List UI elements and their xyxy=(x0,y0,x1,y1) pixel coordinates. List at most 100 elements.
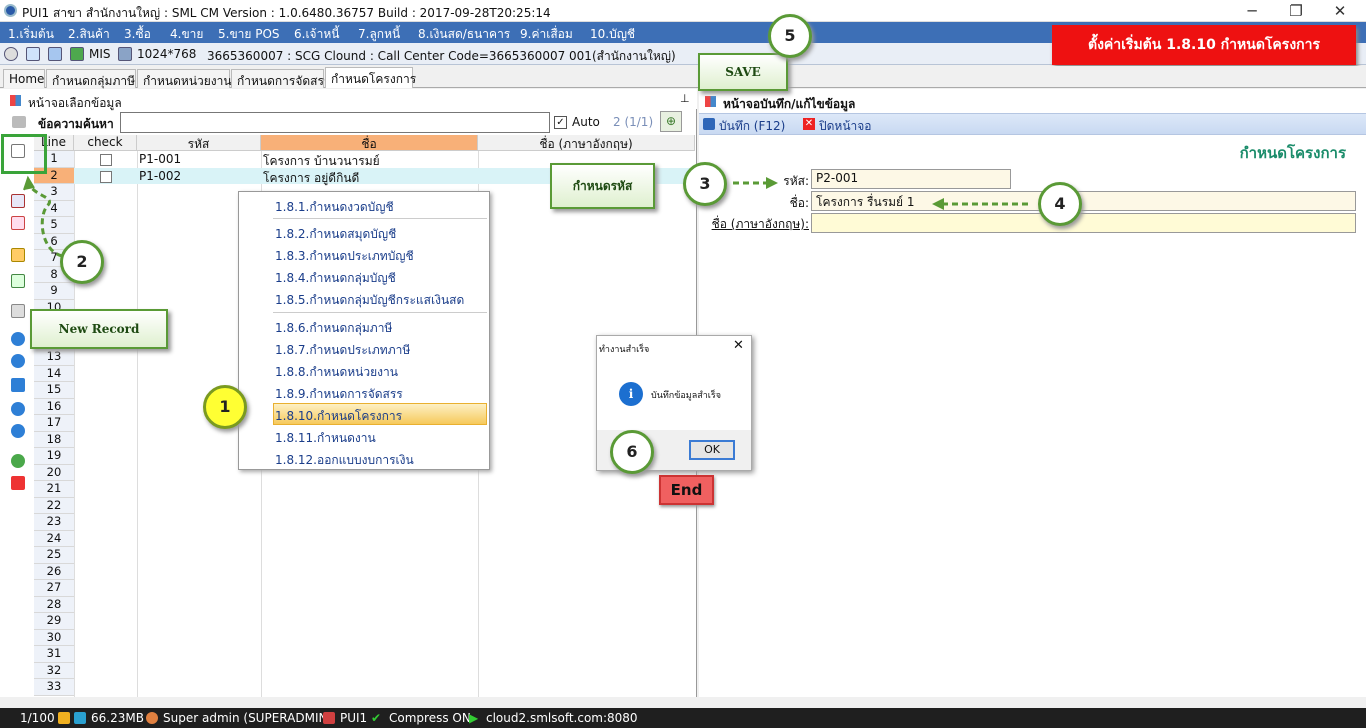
line-number: 23 xyxy=(34,514,74,531)
new-record-highlight xyxy=(1,134,47,174)
menu-item-1-8-11[interactable]: 1.8.11.กำหนดงาน xyxy=(275,431,376,445)
menu-item-pos[interactable]: 5.ขาย POS xyxy=(218,27,280,41)
play-icon: ▶ xyxy=(469,711,479,725)
checklist-icon[interactable] xyxy=(11,194,25,208)
search-label: ข้อความค้นหา xyxy=(38,117,114,131)
column-header-name[interactable]: ชื่อ xyxy=(261,135,478,151)
window-title: PUI1 สาขา สำนักงานใหญ่ : SML CM Version … xyxy=(22,6,551,20)
menu-separator xyxy=(273,218,487,219)
table-row-selected[interactable] xyxy=(74,168,695,184)
help-icon[interactable] xyxy=(11,454,25,468)
code-callout: กำหนดรหัส xyxy=(550,163,655,209)
arrow-up-icon[interactable] xyxy=(11,402,25,416)
menu-item-start[interactable]: 1.เริ่มต้น xyxy=(8,27,54,41)
selection-panel-title: หน้าจอเลือกข้อมูล xyxy=(28,96,122,110)
menu-item-receivable[interactable]: 7.ลูกหนี้ xyxy=(358,27,401,41)
row-name[interactable]: โครงการ อยู่ดีกินดี xyxy=(263,171,360,185)
picture-icon[interactable] xyxy=(118,47,132,61)
menu-item-cash-bank[interactable]: 8.เงินสด/ธนาคาร xyxy=(418,27,511,41)
chevron-down-icon[interactable] xyxy=(4,47,18,61)
restore-icon[interactable]: ❐ xyxy=(1289,2,1303,20)
row-code[interactable]: P1-002 xyxy=(139,169,182,183)
name-field[interactable]: โครงการ รื่นรมย์ 1 xyxy=(811,191,1356,211)
window-icon[interactable] xyxy=(26,47,40,61)
menu-item-1-8-10[interactable]: 1.8.10.กำหนดโครงการ xyxy=(275,409,403,423)
search-icon[interactable]: ⊕ xyxy=(660,111,682,132)
import-icon[interactable] xyxy=(11,274,25,288)
user-icon xyxy=(146,712,158,724)
page-count: 2 (1/1) xyxy=(613,115,654,129)
line-number: 13 xyxy=(34,349,74,366)
row-checkbox[interactable] xyxy=(100,171,112,183)
calculator-icon[interactable] xyxy=(48,47,62,61)
tree-icon[interactable] xyxy=(12,116,26,128)
memory-usage: 66.23MB xyxy=(91,711,144,725)
user-name: Super admin (SUPERADMIN) xyxy=(163,711,333,725)
menu-item-account[interactable]: 10.บัญชี xyxy=(590,27,636,41)
chart-icon[interactable] xyxy=(70,47,84,61)
delete-record-icon[interactable] xyxy=(11,216,25,230)
document-icon[interactable] xyxy=(11,304,25,318)
tab-project[interactable]: กำหนดโครงการ xyxy=(325,67,416,88)
arrow-left-icon[interactable] xyxy=(11,332,25,346)
menu-item-product[interactable]: 2.สินค้า xyxy=(68,27,110,41)
search-input[interactable] xyxy=(120,112,550,133)
close-form-icon[interactable]: ✕ xyxy=(803,118,815,130)
close-icon[interactable]: ✕ xyxy=(733,338,744,353)
menu-item-payable[interactable]: 6.เจ้าหนี้ xyxy=(294,27,340,41)
menu-item-1-8-4[interactable]: 1.8.4.กำหนดกลุ่มบัญชี xyxy=(275,271,396,285)
name-en-label: ชื่อ (ภาษาอังกฤษ): xyxy=(711,217,809,231)
info-icon: i xyxy=(619,382,643,406)
column-header-name-en[interactable]: ชื่อ (ภาษาอังกฤษ) xyxy=(478,135,695,151)
end-button[interactable]: End xyxy=(659,475,714,505)
row-checkbox[interactable] xyxy=(100,154,112,166)
menu-item-purchase[interactable]: 3.ซื้อ xyxy=(124,27,151,41)
line-number: 22 xyxy=(34,497,74,514)
dialog-message: บันทึกข้อมูลสำเร็จ xyxy=(651,391,721,401)
menu-item-sale[interactable]: 4.ขาย xyxy=(170,27,204,41)
new-record-icon[interactable] xyxy=(11,144,25,158)
menu-item-1-8-7[interactable]: 1.8.7.กำหนดประเภทภาษี xyxy=(275,343,411,357)
auto-checkbox[interactable]: ✓ xyxy=(554,116,567,129)
line-number: 20 xyxy=(34,464,74,481)
save-icon[interactable] xyxy=(703,118,715,130)
arrow-right-icon[interactable] xyxy=(11,354,25,368)
arrow-down-icon[interactable] xyxy=(11,424,25,438)
fast-forward-icon[interactable] xyxy=(11,378,25,392)
resolution-label: 1024*768 xyxy=(137,47,197,61)
exit-icon[interactable] xyxy=(11,476,25,490)
save-button[interactable]: บันทึก (F12) xyxy=(719,119,786,133)
ok-button[interactable]: OK xyxy=(689,440,735,460)
menu-item-depreciation[interactable]: 9.ค่าเสื่อม xyxy=(520,27,573,41)
tab-department[interactable]: กำหนดหน่วยงาน xyxy=(137,69,232,88)
close-icon[interactable]: ✕ xyxy=(1333,2,1347,20)
close-form-button[interactable]: ปิดหน้าจอ xyxy=(819,119,872,133)
minimize-icon[interactable]: ─ xyxy=(1247,2,1257,20)
tab-allocation[interactable]: กำหนดการจัดสรร xyxy=(231,69,330,88)
menu-item-1-8-5[interactable]: 1.8.5.กำหนดกลุ่มบัญชีกระแสเงินสด xyxy=(275,293,465,307)
line-number: 6 xyxy=(34,233,74,250)
app-icon xyxy=(4,4,17,17)
tab-home[interactable]: Home xyxy=(3,69,45,88)
code-field[interactable]: P2-001 xyxy=(811,169,1011,189)
line-number: 16 xyxy=(34,398,74,415)
row-name[interactable]: โครงการ บ้านวนารมย์ xyxy=(263,154,380,168)
menu-item-1-8-3[interactable]: 1.8.3.กำหนดประเภทบัญชี xyxy=(275,249,414,263)
arrow-step-2 xyxy=(26,179,63,258)
line-number: 24 xyxy=(34,530,74,547)
menu-item-1-8-6[interactable]: 1.8.6.กำหนดกลุ่มภาษี xyxy=(275,321,393,335)
step-2-marker: 2 xyxy=(60,240,104,284)
column-header-check[interactable]: check xyxy=(74,135,137,151)
lock-icon[interactable] xyxy=(11,248,25,262)
menu-item-1-8-12[interactable]: 1.8.12.ออกแบบงบการเงิน xyxy=(275,453,414,467)
menu-item-1-8-9[interactable]: 1.8.9.กำหนดการจัดสรร xyxy=(275,387,403,401)
menu-item-1-8-2[interactable]: 1.8.2.กำหนดสมุดบัญชี xyxy=(275,227,397,241)
column-header-code[interactable]: รหัส xyxy=(137,135,261,151)
menu-item-1-8-1[interactable]: 1.8.1.กำหนดงวดบัญชี xyxy=(275,200,394,214)
pin-icon[interactable]: ⊥ xyxy=(680,92,690,105)
line-number: 25 xyxy=(34,547,74,564)
name-en-field[interactable] xyxy=(811,213,1356,233)
menu-item-1-8-8[interactable]: 1.8.8.กำหนดหน่วยงาน xyxy=(275,365,398,379)
row-code[interactable]: P1-001 xyxy=(139,152,182,166)
tab-tax-group[interactable]: กำหนดกลุ่มภาษี xyxy=(46,69,136,88)
